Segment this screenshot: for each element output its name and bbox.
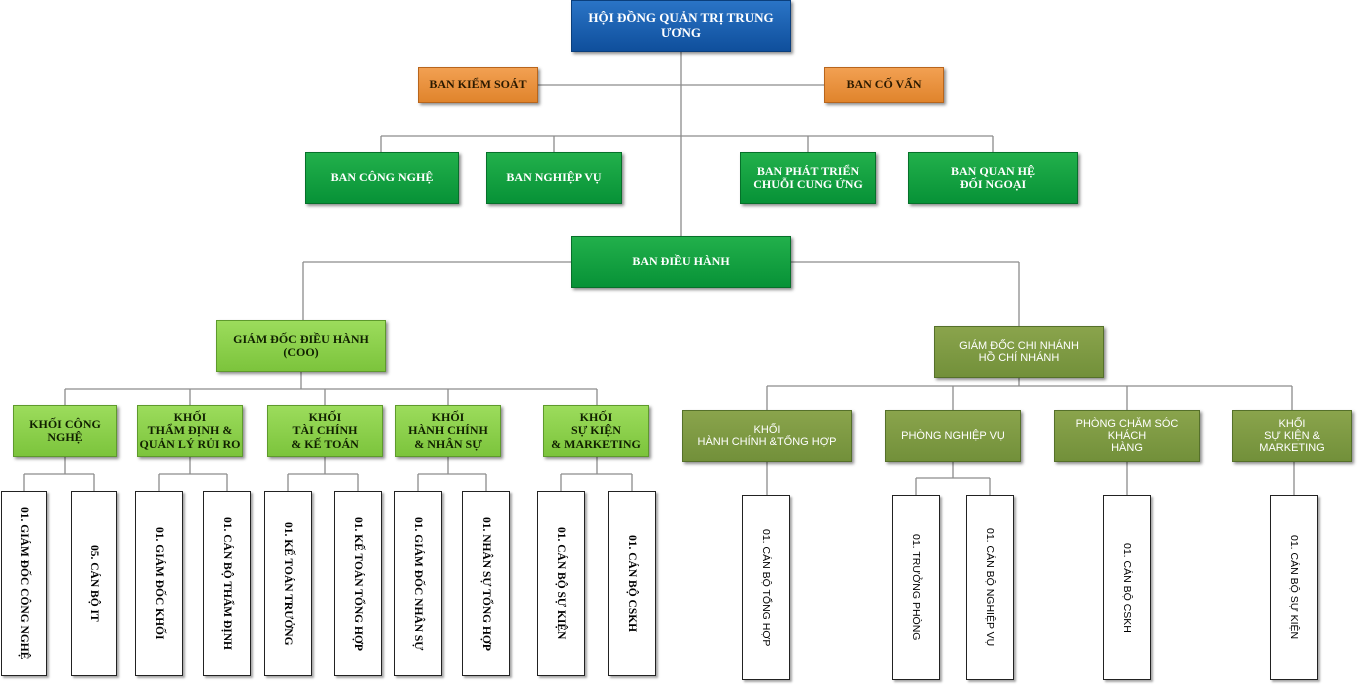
coo-block-admin-hr: KHỐI HÀNH CHÍNH & NHÂN SỰ xyxy=(395,405,501,457)
branch-block-customer-care: PHÒNG CHĂM SÓC KHÁCH HÀNG xyxy=(1054,410,1200,462)
staff-customer-care: 01. CÁN BỘ CSKH xyxy=(608,491,656,676)
committee-supply-chain: BAN PHÁT TRIỂN CHUỖI CUNG ỨNG xyxy=(740,152,876,204)
coo-block-appraisal-risk: KHỐI THẨM ĐỊNH & QUẢN LÝ RỦI RO xyxy=(137,405,243,457)
coo-block-events-marketing: KHỐI SỰ KIỆN & MARKETING xyxy=(543,405,649,457)
staff-branch-customer-care: 01. CÁN BỘ CSKH xyxy=(1103,495,1151,680)
staff-it: 05. CÁN BỘ IT xyxy=(71,491,117,676)
executive-box: BAN ĐIỀU HÀNH xyxy=(571,236,791,288)
staff-events: 01. CÁN BỘ SỰ KIỆN xyxy=(537,491,585,676)
staff-hr-director: 01. GIÁM ĐỐC NHÂN SỰ xyxy=(394,491,442,676)
staff-cto: 01. GIÁM ĐỐC CÔNG NGHỆ xyxy=(1,491,47,676)
committee-technology: BAN CÔNG NGHỆ xyxy=(305,152,459,204)
coo-block-technology: KHỐI CÔNG NGHỆ xyxy=(13,405,117,457)
branch-block-events-marketing: KHỐI SỰ KIỆN & MARKETING xyxy=(1232,410,1352,462)
committee-external-relations: BAN QUAN HỆ ĐỐI NGOẠI xyxy=(908,152,1078,204)
supervision-box: BAN KIỂM SOÁT xyxy=(418,67,538,103)
staff-branch-events: 01. CÁN BỘ SỰ KIỆN xyxy=(1270,495,1318,680)
staff-appraiser: 01. CÁN BỘ THẨM ĐỊNH xyxy=(203,491,251,676)
branch-director-box: GIÁM ĐỐC CHI NHÁNH HỒ CHÍ NHÁNH xyxy=(934,326,1104,378)
branch-block-admin-general: KHỐI HÀNH CHÍNH &TỔNG HỢP xyxy=(682,410,852,462)
staff-branch-head: 01. TRƯỞNG PHÒNG xyxy=(892,495,940,680)
staff-block-director: 01. GIÁM ĐỐC KHỐI xyxy=(135,491,183,676)
advisory-box: BAN CỐ VẤN xyxy=(824,67,944,103)
board-box: HỘI ĐỒNG QUẢN TRỊ TRUNG ƯƠNG xyxy=(571,0,791,52)
branch-block-operations: PHÒNG NGHIỆP VỤ xyxy=(885,410,1021,462)
staff-general-accountant: 01. KẾ TOÁN TỔNG HỢP xyxy=(334,491,382,676)
staff-branch-operations: 01. CÁN BỘ NGHIỆP VỤ xyxy=(966,495,1014,680)
coo-block-finance-accounting: KHỐI TÀI CHÍNH & KẾ TOÁN xyxy=(267,405,383,457)
committee-operations: BAN NGHIỆP VỤ xyxy=(486,152,622,204)
coo-box: GIÁM ĐỐC ĐIỀU HÀNH (COO) xyxy=(216,320,386,372)
staff-hr-general: 01. NHÂN SỰ TỔNG HỢP xyxy=(462,491,510,676)
staff-chief-accountant: 01. KẾ TOÁN TRƯỞNG xyxy=(264,491,312,676)
staff-branch-general: 01. CÁN BỘ TỔNG HỢP xyxy=(742,495,790,680)
